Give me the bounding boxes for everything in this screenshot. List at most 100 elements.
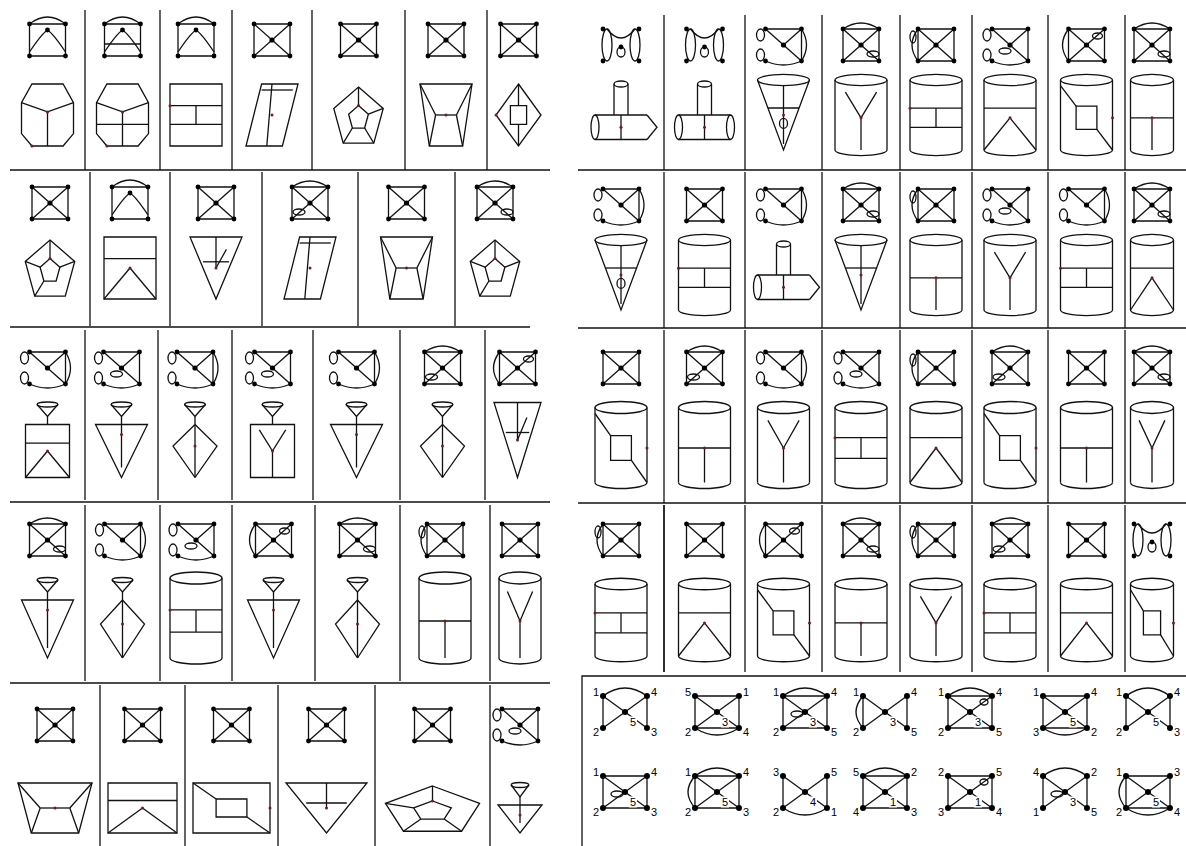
sketch-line	[582, 676, 1186, 846]
vertex-dot	[192, 365, 197, 370]
sketch-line	[414, 801, 452, 819]
sketch-line	[105, 556, 141, 560]
sketch-line	[356, 417, 357, 425]
vertex-dot	[933, 42, 938, 47]
sketch-line	[687, 352, 723, 384]
sketch-line	[540, 578, 541, 658]
sketch-line	[783, 688, 827, 696]
sketch-line	[1126, 808, 1170, 815]
vertex-dot	[877, 350, 882, 355]
sketch-line	[861, 352, 879, 368]
sketch-ellipse	[999, 48, 1011, 54]
vertex-dot	[497, 382, 502, 387]
sketch-line	[909, 240, 910, 310]
vertex-dot	[782, 114, 785, 117]
sketch-ellipse	[1131, 74, 1174, 85]
vertex-dot	[763, 382, 768, 387]
vertex-dot	[637, 350, 642, 355]
sketch-line	[506, 432, 530, 433]
sketch-ellipse	[834, 372, 842, 384]
sketch-line	[489, 685, 490, 846]
sketch-line	[843, 352, 861, 368]
vertex-dot	[952, 350, 957, 355]
vertex-dot	[841, 187, 846, 192]
vertex-dot	[475, 185, 480, 190]
vertex-dot	[461, 522, 466, 527]
sketch-line	[519, 805, 520, 823]
sketch-line	[603, 688, 647, 696]
vertex-number: 2	[684, 727, 692, 738]
vertex-dot	[441, 445, 444, 448]
vertex-dot	[289, 554, 294, 559]
sketch-line	[215, 237, 216, 268]
sketch-line	[292, 187, 328, 219]
sketch-line	[1061, 656, 1113, 662]
vertex-dot	[1149, 365, 1154, 370]
sketch-ellipse	[426, 374, 438, 380]
sketch-ellipse	[347, 578, 368, 583]
sketch-line	[783, 808, 827, 815]
vertex-dot	[703, 621, 706, 624]
sketch-ellipse	[850, 371, 862, 377]
sketch-ellipse	[983, 49, 991, 61]
sketch-ellipse	[993, 546, 1005, 552]
sketch-line	[810, 275, 820, 300]
vertex-dot	[306, 739, 311, 744]
sketch-line	[1134, 352, 1170, 384]
sketch-line	[1173, 584, 1174, 656]
vertex-dot	[763, 554, 768, 559]
vertex-dot	[703, 447, 706, 450]
sketch-ellipse	[21, 372, 29, 384]
vertex-dot	[212, 522, 217, 527]
sketch-line	[357, 592, 358, 600]
vertex-dot	[412, 707, 417, 712]
vertex-dot	[877, 522, 882, 527]
vertex-dot	[990, 382, 995, 387]
vertex-number: 3	[974, 717, 982, 728]
sketch-line	[1020, 460, 1036, 482]
sketch-line	[744, 15, 745, 170]
sketch-line	[10, 169, 550, 170]
vertex-dot	[356, 623, 359, 626]
vertex-dot	[63, 554, 68, 559]
vertex-dot	[841, 219, 846, 224]
vertex-dot	[967, 709, 973, 715]
sketch-line	[1173, 408, 1174, 483]
sketch-ellipse	[835, 402, 887, 414]
sketch-line	[456, 84, 472, 115]
vertex-dot	[138, 54, 143, 59]
sketch-line	[104, 237, 156, 299]
sketch-line	[912, 352, 918, 384]
vertex-number: 5	[721, 797, 729, 808]
sketch-line	[505, 261, 520, 267]
sketch-line	[625, 696, 647, 712]
vertex-dot	[374, 22, 379, 27]
vertex-dot	[799, 187, 804, 192]
vertex-dot	[1168, 350, 1173, 355]
vertex-number: 3	[721, 717, 729, 728]
vertex-dot	[52, 722, 57, 727]
sketch-line	[185, 405, 206, 417]
vertex-dot	[448, 707, 453, 712]
sketch-line	[30, 524, 66, 556]
sketch-line	[704, 448, 705, 483]
vertex-dot	[325, 807, 328, 810]
vertex-dot	[289, 522, 294, 527]
sketch-line	[49, 240, 50, 259]
sketch-ellipse	[757, 372, 765, 384]
sketch-line	[717, 696, 739, 712]
sketch-line	[125, 709, 161, 741]
sketch-line	[994, 252, 1010, 278]
sketch-line	[613, 84, 614, 115]
sketch-line	[292, 187, 328, 219]
sketch-line	[251, 425, 295, 478]
vertex-number: 1	[937, 687, 945, 698]
sketch-line	[783, 275, 784, 300]
vertex-dot	[684, 27, 689, 32]
sketch-line	[1047, 172, 1048, 328]
vertex-dot	[781, 42, 786, 47]
sketch-line	[679, 483, 731, 489]
sketch-line	[519, 621, 520, 658]
sketch-line	[84, 330, 85, 500]
sketch-ellipse	[501, 209, 513, 215]
